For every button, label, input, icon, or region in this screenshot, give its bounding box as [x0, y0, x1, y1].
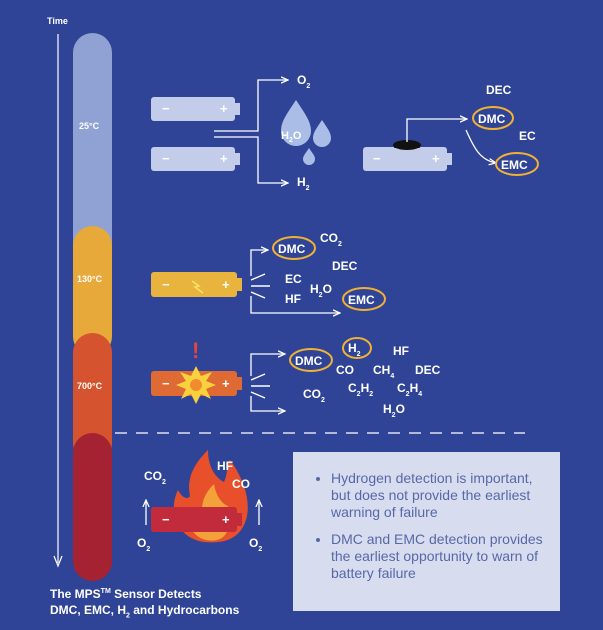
info-bullet-hydrogen: Hydrogen detection is important, but doe…	[331, 470, 548, 521]
gas-hf-4: HF	[217, 459, 233, 473]
gas-ec-2: EC	[285, 272, 302, 286]
emission-lines-2	[250, 373, 270, 399]
arrow-to-dmc-3	[250, 354, 285, 376]
battery-heated: − +	[151, 272, 242, 297]
arrow-to-emc-2	[250, 296, 340, 313]
gas-h2-3: H2	[348, 341, 361, 358]
gas-o2: O2	[297, 73, 310, 90]
battery-minus: −	[162, 151, 170, 166]
gas-o2-left: O2	[137, 536, 150, 553]
temp-130c: 130°C	[77, 274, 103, 284]
battery-plus: +	[220, 101, 228, 116]
emc-highlight	[495, 152, 539, 176]
arrow-to-h2	[214, 136, 288, 183]
gas-co2-4: CO2	[144, 469, 166, 486]
alert-icon: !	[192, 338, 199, 363]
emission-lines	[250, 273, 270, 299]
info-bullet-dmc-emc: DMC and EMC detection provides the earli…	[331, 531, 548, 582]
info-list: Hydrogen detection is important, but doe…	[311, 470, 548, 582]
arrow-to-emc	[465, 129, 496, 163]
gas-co-4: CO	[232, 477, 250, 491]
gas-co2-2: CO2	[320, 231, 342, 248]
gas-dec-2: DEC	[332, 259, 358, 273]
dmc-highlight	[472, 106, 514, 130]
arrow-to-co2-3	[250, 396, 285, 411]
gas-dec-3: DEC	[415, 363, 441, 377]
spark-icon	[191, 280, 204, 294]
battery-plus: +	[432, 151, 440, 166]
temp-25c: 25°C	[79, 121, 100, 131]
gas-hf-2: HF	[285, 292, 301, 306]
emc-highlight-2	[342, 287, 386, 311]
arrow-to-dmc	[406, 119, 467, 142]
gas-co2-3: CO2	[303, 387, 325, 404]
footer-caption: The MPSTM Sensor Detects DMC, EMC, H2 an…	[50, 584, 290, 624]
footer-line-2: DMC, EMC, H2 and Hydrocarbons	[50, 603, 240, 620]
gas-c2h4: C2H4	[397, 381, 422, 398]
gas-dec: DEC	[486, 83, 512, 97]
temp-700c: 700°C	[77, 381, 103, 391]
arrow-to-dmc-2	[250, 250, 268, 276]
battery-minus: −	[162, 376, 170, 391]
explosion-icon	[176, 366, 216, 404]
gas-h2o-3: H2O	[383, 402, 405, 419]
stage-fire	[73, 433, 112, 581]
temperature-bar	[73, 33, 112, 581]
gas-emc-2: EMC	[348, 293, 375, 307]
battery-bottom: − +	[151, 147, 240, 171]
battery-plus: +	[222, 376, 230, 391]
time-axis-arrow	[53, 555, 63, 568]
gas-ch4: CH4	[373, 363, 394, 380]
dmc-highlight-3	[289, 348, 333, 372]
battery-plus: +	[222, 512, 230, 527]
dmc-highlight-2	[272, 236, 316, 260]
battery-minus: −	[162, 512, 170, 527]
battery-minus: −	[373, 151, 381, 166]
time-label: Time	[47, 16, 68, 26]
gas-hf-3: HF	[393, 344, 409, 358]
stage-25c	[73, 33, 112, 273]
gas-h2o-drop: H2O	[281, 130, 302, 144]
stage-130c	[73, 226, 112, 356]
gas-c2h2: C2H2	[348, 381, 373, 398]
gas-ec: EC	[519, 129, 536, 143]
water-drops-icon	[281, 100, 331, 165]
arrow-to-o2	[214, 80, 288, 132]
battery-top: − +	[151, 97, 240, 121]
gas-emc: EMC	[501, 158, 528, 172]
battery-minus: −	[162, 101, 170, 116]
h2-highlight	[342, 337, 372, 359]
stage-700c	[73, 333, 112, 463]
gas-o2-right: O2	[249, 536, 262, 553]
footer-line-1: The MPSTM Sensor Detects	[50, 587, 202, 601]
battery-plus: +	[222, 277, 230, 292]
info-panel: Hydrogen detection is important, but doe…	[293, 452, 560, 611]
battery-venting: − +	[363, 140, 452, 171]
gas-dmc-2: DMC	[278, 242, 306, 256]
gas-co-3: CO	[336, 363, 354, 377]
battery-plus: +	[220, 151, 228, 166]
battery-minus: −	[162, 277, 170, 292]
gas-dmc: DMC	[478, 112, 506, 126]
gas-dmc-3: DMC	[295, 354, 323, 368]
gas-h2: H2	[297, 175, 310, 192]
gas-h2o-2: H2O	[310, 282, 332, 299]
battery-fire: − +	[151, 507, 242, 532]
